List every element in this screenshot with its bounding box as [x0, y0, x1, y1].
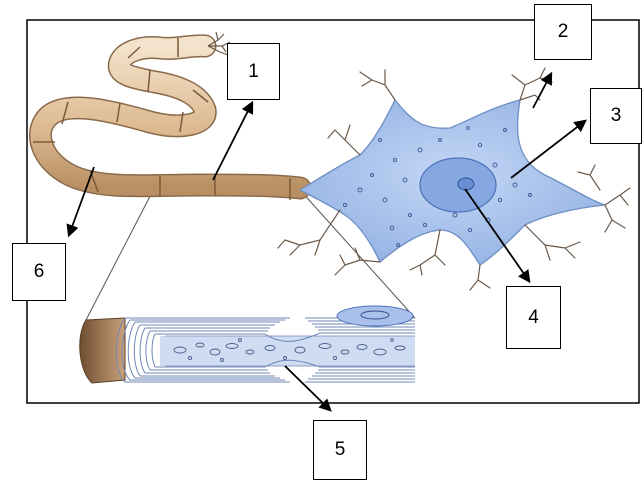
arrow-1: [213, 103, 252, 180]
label-1-text: 1: [248, 61, 259, 83]
label-4-text: 4: [528, 307, 539, 329]
label-box-2: 2: [534, 4, 592, 60]
label-box-1: 1: [227, 43, 280, 100]
label-5-text: 5: [335, 439, 346, 461]
label-2-text: 2: [558, 21, 569, 43]
label-box-5: 5: [313, 420, 367, 480]
nucleolus: [458, 178, 474, 190]
label-3-text: 3: [611, 105, 622, 127]
label-6-text: 6: [34, 261, 45, 283]
label-box-6: 6: [12, 243, 66, 301]
label-box-4: 4: [506, 286, 561, 349]
myelin-cross-section: [80, 306, 415, 383]
arrow-3: [511, 121, 585, 178]
label-box-3: 3: [590, 88, 642, 144]
